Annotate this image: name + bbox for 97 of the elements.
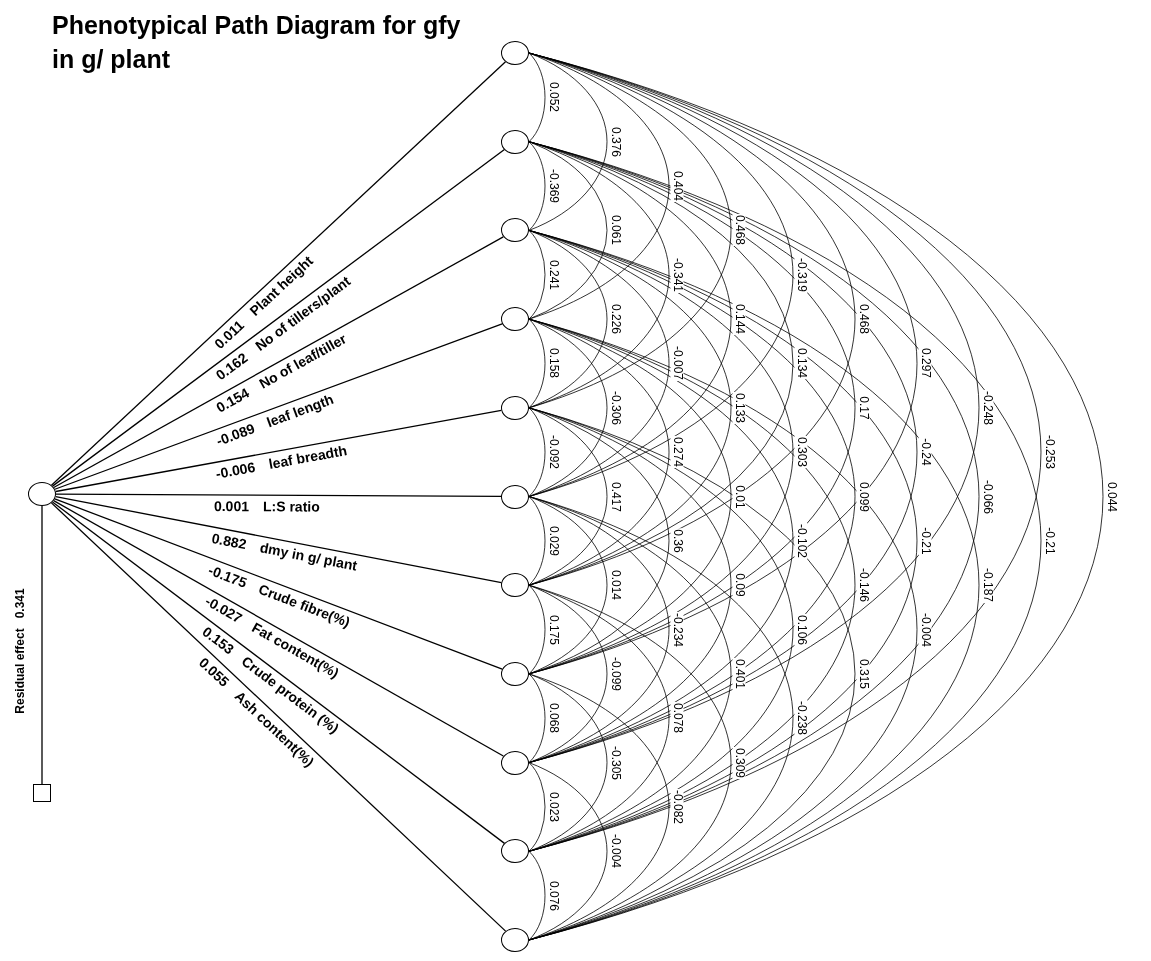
- correlation-value: -0.007: [670, 345, 684, 382]
- variable-circle: [501, 839, 529, 864]
- path-line: [55, 496, 502, 584]
- correlation-arc: [528, 318, 793, 763]
- correlation-arc: [528, 52, 669, 320]
- correlation-arc: [528, 496, 731, 852]
- path-line: [53, 500, 504, 757]
- correlation-arc: [528, 496, 608, 675]
- correlation-value: 0.303: [794, 436, 808, 469]
- path-coefficient: -0.006: [214, 458, 257, 482]
- correlation-value: -0.234: [670, 611, 684, 648]
- correlation-arc: [528, 762, 608, 941]
- correlation-value: -0.102: [794, 522, 808, 559]
- correlation-value: -0.341: [670, 256, 684, 293]
- correlation-value: 0.309: [732, 746, 746, 779]
- correlation-arc: [528, 52, 608, 231]
- correlation-value: -0.082: [670, 788, 684, 825]
- correlation-value: 0.17: [856, 395, 870, 421]
- correlation-arc: [528, 318, 608, 497]
- correlation-arc: [528, 673, 608, 852]
- correlation-value: 0.315: [856, 657, 870, 690]
- path-coefficient: -0.089: [213, 419, 257, 449]
- correlation-arc: [528, 496, 546, 586]
- correlation-arc: [528, 141, 546, 231]
- correlation-value: 0.144: [732, 303, 746, 336]
- path-line: [50, 61, 507, 486]
- correlation-value: -0.238: [794, 700, 808, 737]
- correlation-value: 0.099: [856, 480, 870, 513]
- correlation-arc: [528, 673, 669, 941]
- correlation-arc: [528, 141, 1040, 941]
- correlation-arc: [528, 762, 546, 852]
- variable-circle: [501, 307, 529, 332]
- correlation-arc: [528, 52, 546, 143]
- correlation-arc: [528, 850, 546, 941]
- correlation-value: 0.404: [670, 170, 684, 203]
- correlation-arc: [528, 407, 855, 941]
- variable-circle: [501, 395, 529, 420]
- variable-circle: [501, 218, 529, 243]
- residual-square: [33, 784, 51, 802]
- correlation-arc: [528, 407, 546, 497]
- path-line: [54, 323, 503, 490]
- correlation-value: -0.146: [856, 567, 870, 604]
- correlation-arc: [528, 141, 608, 320]
- correlation-value: 0.468: [732, 214, 746, 247]
- correlation-arc: [528, 318, 546, 409]
- path-coefficient: -0.027: [202, 592, 245, 627]
- correlation-arc: [528, 407, 608, 586]
- variable-circle: [28, 482, 56, 506]
- correlation-arc: [528, 584, 731, 941]
- correlation-value: 0.133: [732, 391, 746, 424]
- correlation-arc: [528, 496, 793, 941]
- path-line: [55, 409, 502, 493]
- correlation-value: 0.468: [856, 303, 870, 336]
- correlation-value: -0.24: [918, 437, 932, 467]
- variable-circle: [501, 750, 529, 775]
- edge-label: leaf breadth: [267, 441, 348, 472]
- variable-circle: [501, 129, 529, 154]
- path-line: [41, 505, 43, 785]
- correlation-arc: [528, 230, 793, 675]
- edge-label: dmy in g/ plant: [258, 539, 359, 574]
- correlation-arc: [528, 584, 608, 763]
- path-line: [50, 502, 507, 932]
- correlation-value: 0.274: [670, 436, 684, 469]
- correlation-value: 0.106: [794, 613, 808, 646]
- correlation-value: 0.401: [732, 657, 746, 690]
- path-line: [55, 493, 502, 498]
- variable-circle: [501, 928, 529, 952]
- correlation-value: -0.319: [794, 256, 808, 293]
- correlation-value: 0.09: [732, 572, 746, 598]
- path-coefficient: 0.001: [213, 497, 249, 515]
- edge-label: L:S ratio: [262, 498, 320, 515]
- path-line: [51, 148, 506, 487]
- edge-label: leaf length: [264, 390, 336, 430]
- diagram-title: Phenotypical Path Diagram for gfy in g/ plant: [52, 10, 462, 75]
- residual-value: 0.341: [13, 588, 27, 619]
- path-coefficient: -0.175: [206, 561, 249, 591]
- variable-circle: [501, 484, 529, 509]
- variable-circle: [501, 41, 529, 65]
- path-line: [51, 501, 506, 844]
- variable-circle: [501, 661, 529, 686]
- correlation-value: 0.297: [918, 347, 932, 380]
- path-line: [53, 236, 504, 489]
- edge-label: Residual effect: [13, 628, 27, 714]
- correlation-arc: [528, 230, 546, 320]
- correlation-arc: [528, 584, 546, 675]
- correlation-value: 0.36: [670, 528, 684, 554]
- correlation-arc: [528, 230, 608, 409]
- variable-circle: [501, 573, 529, 598]
- path-line: [54, 498, 503, 670]
- correlation-value: 0.01: [732, 483, 746, 510]
- correlation-value: -0.21: [918, 526, 932, 556]
- correlation-value: -0.004: [918, 611, 932, 648]
- correlation-value: 0.134: [794, 347, 808, 380]
- correlation-arc: [528, 673, 546, 763]
- correlation-value: 0.078: [670, 702, 684, 735]
- correlation-arc: [528, 141, 669, 409]
- path-coefficient: 0.882: [210, 530, 248, 553]
